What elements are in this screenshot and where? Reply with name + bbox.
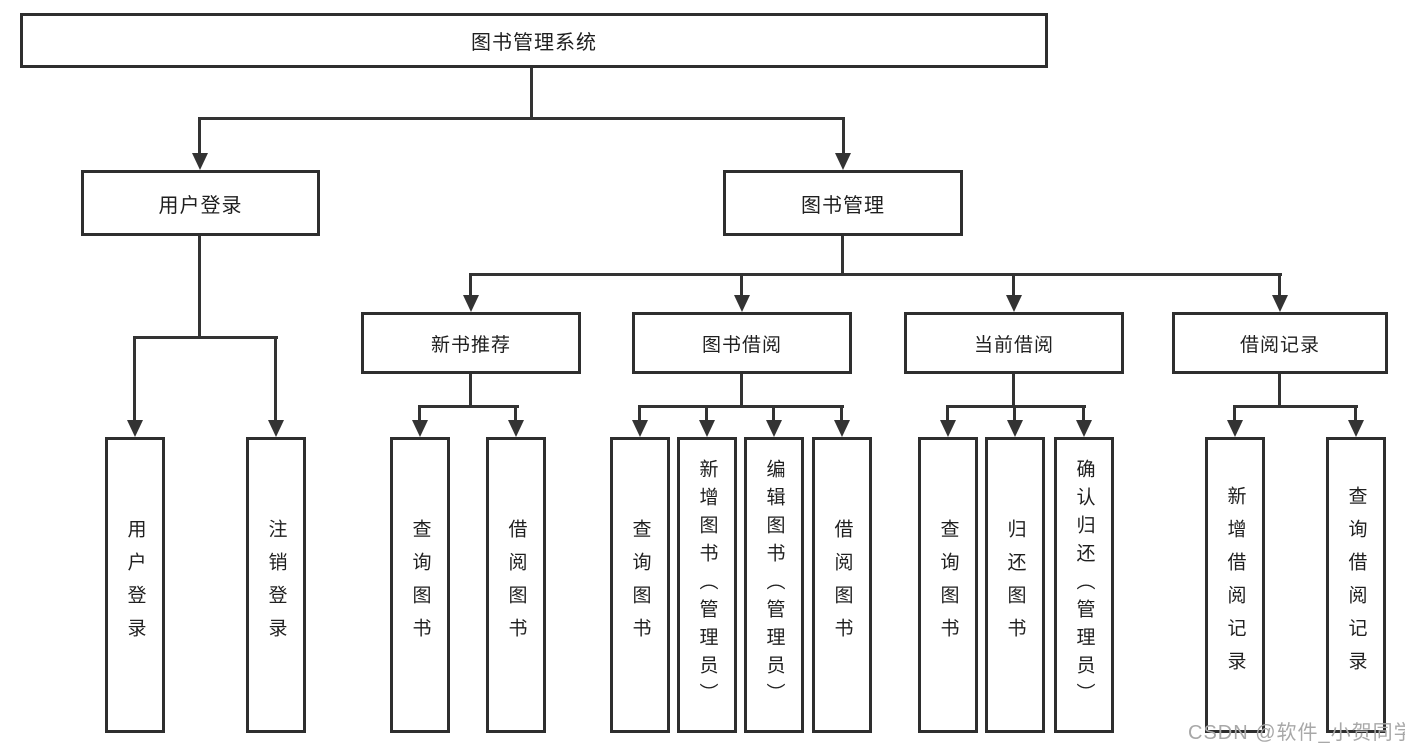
connector-stub [469, 273, 472, 297]
connector-stub [418, 405, 421, 422]
leaf-add-book-admin: 新增图书（管理员） [677, 437, 737, 733]
connector-stub [198, 117, 201, 154]
leaf-query-books-current: 查询图书 [918, 437, 978, 733]
connector-stub [740, 273, 743, 297]
leaf-return-books: 归还图书 [985, 437, 1045, 733]
leaf-label: 编辑图书（管理员） [763, 459, 785, 711]
connector-trunk [198, 236, 201, 336]
leaf-borrow-books-recommend: 借阅图书 [486, 437, 546, 733]
arrowhead-down-icon [1227, 420, 1243, 437]
leaf-user-login: 用户登录 [105, 437, 165, 733]
arrowhead-down-icon [834, 420, 850, 437]
leaf-query-books-recommend: 查询图书 [390, 437, 450, 733]
arrowhead-down-icon [268, 420, 284, 437]
leaf-label: 注销登录 [265, 519, 287, 651]
arrowhead-down-icon [734, 295, 750, 312]
connector-trunk [469, 374, 472, 405]
connector-trunk [841, 236, 844, 273]
connector-bar [1234, 405, 1358, 408]
leaf-confirm-return-admin: 确认归还（管理员） [1054, 437, 1114, 733]
arrowhead-down-icon [1076, 420, 1092, 437]
connector-bar [134, 336, 278, 339]
node-current-borrow: 当前借阅 [904, 312, 1124, 374]
leaf-label: 查询借阅记录 [1345, 486, 1367, 684]
arrowhead-down-icon [192, 153, 208, 170]
arrowhead-down-icon [508, 420, 524, 437]
connector-trunk [1012, 374, 1015, 405]
connector-stub [1012, 273, 1015, 297]
connector-trunk [740, 374, 743, 405]
arrowhead-down-icon [835, 153, 851, 170]
leaf-label: 确认归还（管理员） [1073, 459, 1095, 711]
connector-stub [842, 117, 845, 154]
node-borrow-records: 借阅记录 [1172, 312, 1388, 374]
connector-stub [514, 405, 517, 422]
connector-bar [639, 405, 844, 408]
connector-stub [1082, 405, 1085, 422]
leaf-label: 查询图书 [937, 519, 959, 651]
node-user-login-branch: 用户登录 [81, 170, 320, 236]
arrowhead-down-icon [699, 420, 715, 437]
leaf-label: 新增图书（管理员） [696, 459, 718, 711]
leaf-borrow-books: 借阅图书 [812, 437, 872, 733]
connector-stub [1013, 405, 1016, 422]
connector-stub [274, 336, 277, 421]
leaf-label: 借阅图书 [831, 519, 853, 651]
leaf-query-borrow-record: 查询借阅记录 [1326, 437, 1386, 733]
arrowhead-down-icon [1272, 295, 1288, 312]
leaf-label: 查询图书 [409, 519, 431, 651]
leaf-label: 归还图书 [1004, 519, 1026, 651]
arrowhead-down-icon [766, 420, 782, 437]
connector-bar [947, 405, 1086, 408]
arrowhead-down-icon [632, 420, 648, 437]
node-book-management-branch: 图书管理 [723, 170, 963, 236]
arrowhead-down-icon [1348, 420, 1364, 437]
leaf-query-books-borrow: 查询图书 [610, 437, 670, 733]
connector-stub [1278, 273, 1281, 297]
connector-stub [705, 405, 708, 422]
connector-root-trunk [530, 68, 533, 117]
connector-stub [133, 336, 136, 421]
connector-stub [772, 405, 775, 422]
arrowhead-down-icon [463, 295, 479, 312]
node-book-borrow: 图书借阅 [632, 312, 852, 374]
arrowhead-down-icon [1006, 295, 1022, 312]
node-system-root: 图书管理系统 [20, 13, 1048, 68]
leaf-label: 新增借阅记录 [1224, 486, 1246, 684]
connector-trunk [1278, 374, 1281, 405]
arrowhead-down-icon [127, 420, 143, 437]
connector-stub [638, 405, 641, 422]
leaf-label: 借阅图书 [505, 519, 527, 651]
connector-stub [946, 405, 949, 422]
leaf-logout: 注销登录 [246, 437, 306, 733]
csdn-watermark: CSDN @软件_小贺同学 [1188, 722, 1405, 744]
leaf-label: 查询图书 [629, 519, 651, 651]
connector-stub [1354, 405, 1357, 422]
connector-stub [840, 405, 843, 422]
leaf-edit-book-admin: 编辑图书（管理员） [744, 437, 804, 733]
connector-bar [419, 405, 519, 408]
connector-stub [1233, 405, 1236, 422]
leaf-label: 用户登录 [124, 519, 146, 651]
node-new-book-recommend: 新书推荐 [361, 312, 581, 374]
arrowhead-down-icon [412, 420, 428, 437]
leaf-add-borrow-record: 新增借阅记录 [1205, 437, 1265, 733]
connector-root-bar [199, 117, 845, 120]
connector-bar [470, 273, 1282, 276]
arrowhead-down-icon [940, 420, 956, 437]
arrowhead-down-icon [1007, 420, 1023, 437]
